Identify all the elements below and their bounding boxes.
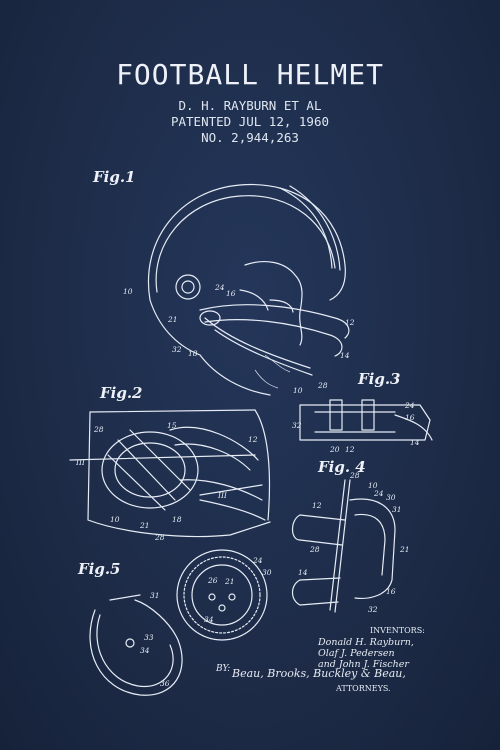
- svg-text:32: 32: [292, 421, 302, 430]
- svg-text:15: 15: [167, 421, 177, 430]
- inventor-name-1: Donald H. Rayburn,: [318, 637, 414, 648]
- svg-text:32: 32: [368, 605, 378, 614]
- svg-text:10: 10: [293, 386, 303, 395]
- attorneys-firm: Beau, Brooks, Buckley & Beau,: [232, 667, 406, 680]
- attorneys-label: ATTORNEYS.: [336, 684, 391, 693]
- attorneys-by: BY:: [216, 664, 231, 674]
- svg-text:16: 16: [386, 587, 396, 596]
- svg-text:18: 18: [188, 349, 198, 358]
- fig1-label: Fig.1: [93, 168, 136, 186]
- svg-text:34: 34: [204, 615, 214, 624]
- svg-text:28: 28: [309, 545, 320, 554]
- svg-text:10: 10: [110, 515, 120, 524]
- svg-text:34: 34: [140, 646, 150, 655]
- fig1-helmet-drawing: 10 12 14 24 16 21 32 18: [123, 183, 355, 396]
- svg-text:21: 21: [139, 521, 150, 530]
- poster-title: FOOTBALL HELMET: [116, 58, 384, 91]
- svg-text:III: III: [217, 491, 228, 500]
- patent-date: PATENTED JUL 12, 1960: [170, 114, 330, 129]
- svg-text:14: 14: [410, 438, 420, 447]
- inventor-name-2: Olaf J. Pedersen: [318, 648, 395, 659]
- svg-text:24: 24: [404, 401, 415, 410]
- svg-text:28: 28: [349, 471, 360, 480]
- svg-text:III: III: [75, 458, 86, 467]
- svg-text:16: 16: [405, 413, 415, 422]
- inventor-line: D. H. RAYBURN ET AL: [178, 98, 322, 113]
- svg-text:31: 31: [392, 505, 402, 514]
- svg-text:24: 24: [252, 556, 263, 565]
- fig2-label: Fig.2: [100, 384, 143, 402]
- svg-text:30: 30: [262, 568, 272, 577]
- svg-text:31: 31: [150, 591, 160, 600]
- inventor-name-3: and John J. Fischer: [318, 659, 409, 670]
- svg-text:30: 30: [386, 493, 396, 502]
- svg-text:28: 28: [93, 425, 104, 434]
- svg-text:10: 10: [123, 287, 133, 296]
- svg-text:12: 12: [345, 445, 355, 454]
- fig3-drawing: 10 28 24 16 32 20 12 14: [292, 381, 433, 454]
- svg-text:12: 12: [248, 435, 258, 444]
- fig5-drawing: 24 30 26 21 34 31 33 34 36: [89, 549, 272, 696]
- svg-text:21: 21: [167, 315, 178, 324]
- svg-text:28: 28: [317, 381, 328, 390]
- svg-text:20: 20: [329, 445, 340, 454]
- svg-text:14: 14: [298, 568, 308, 577]
- svg-text:24: 24: [214, 283, 225, 292]
- svg-text:36: 36: [160, 679, 170, 688]
- fig4-label: Fig. 4: [318, 458, 366, 476]
- svg-text:28: 28: [154, 533, 165, 542]
- svg-text:21: 21: [224, 577, 235, 586]
- svg-text:16: 16: [226, 289, 236, 298]
- svg-text:33: 33: [144, 633, 154, 642]
- svg-text:18: 18: [172, 515, 182, 524]
- svg-text:32: 32: [172, 345, 182, 354]
- svg-text:24: 24: [373, 489, 384, 498]
- fig3-label: Fig.3: [358, 370, 401, 388]
- svg-text:14: 14: [340, 351, 350, 360]
- patent-number: NO. 2,944,263: [201, 130, 299, 145]
- svg-text:10: 10: [368, 481, 378, 490]
- fig2-drawing: 28 15 12 10 21 28 18 III III: [69, 409, 271, 542]
- inventors-heading: INVENTORS:: [370, 626, 425, 635]
- svg-text:26: 26: [207, 576, 218, 585]
- svg-text:21: 21: [399, 545, 410, 554]
- fig4-drawing: 28 10 24 30 31 12 28 21 14 16 32: [291, 471, 410, 614]
- svg-text:12: 12: [312, 501, 322, 510]
- fig5-label: Fig.5: [78, 560, 121, 578]
- svg-text:12: 12: [345, 318, 355, 327]
